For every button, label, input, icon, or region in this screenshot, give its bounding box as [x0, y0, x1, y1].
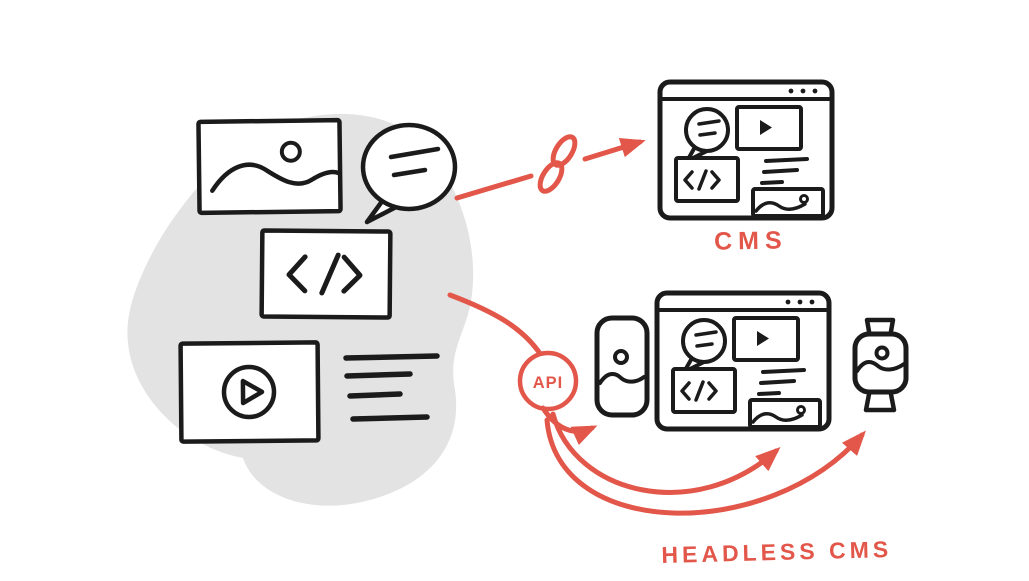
image-icon — [748, 398, 822, 429]
code-icon — [286, 252, 363, 296]
headless-arrows — [540, 405, 866, 516]
play-circle — [221, 364, 277, 420]
text-lines-icon — [757, 368, 806, 396]
phone — [594, 315, 650, 418]
link-icon — [537, 134, 578, 194]
arrow-to-browser — [550, 411, 781, 495]
api-badge: API — [517, 350, 579, 412]
arrow-to-watch — [544, 417, 866, 516]
text-lines-icon — [760, 157, 809, 185]
video-card — [178, 340, 321, 444]
wave-icon — [598, 372, 646, 385]
cms-label: CMS — [714, 226, 788, 255]
play-icon — [240, 378, 265, 406]
cms-browser-window — [657, 79, 835, 221]
play-icon — [757, 331, 769, 346]
play-icon — [760, 120, 772, 135]
wave-icon — [855, 360, 906, 373]
mountain-wave-icon — [210, 162, 342, 193]
window-dots-icon — [785, 299, 815, 305]
window-dots-icon — [788, 88, 818, 94]
smartwatch — [852, 317, 909, 413]
speech-lines — [388, 146, 441, 178]
api-label: API — [533, 374, 564, 392]
sun-icon — [874, 345, 890, 361]
sun-icon — [279, 140, 302, 163]
headless-cms-label: HEADLESS CMS — [661, 536, 892, 568]
image-icon — [751, 187, 825, 218]
image-card — [196, 117, 343, 216]
cms-arrow — [454, 138, 646, 201]
code-icon — [674, 156, 740, 203]
code-icon — [671, 367, 737, 414]
watch-face — [852, 331, 909, 395]
video-icon — [732, 316, 800, 362]
arrow-to-phone — [540, 405, 598, 445]
code-card — [259, 228, 393, 320]
sun-icon — [613, 349, 629, 365]
api-in-curve — [447, 292, 544, 358]
video-icon — [735, 105, 803, 151]
speech-bubble — [360, 122, 458, 225]
headless-browser-window — [654, 290, 832, 432]
text-lines-icon — [343, 353, 440, 422]
